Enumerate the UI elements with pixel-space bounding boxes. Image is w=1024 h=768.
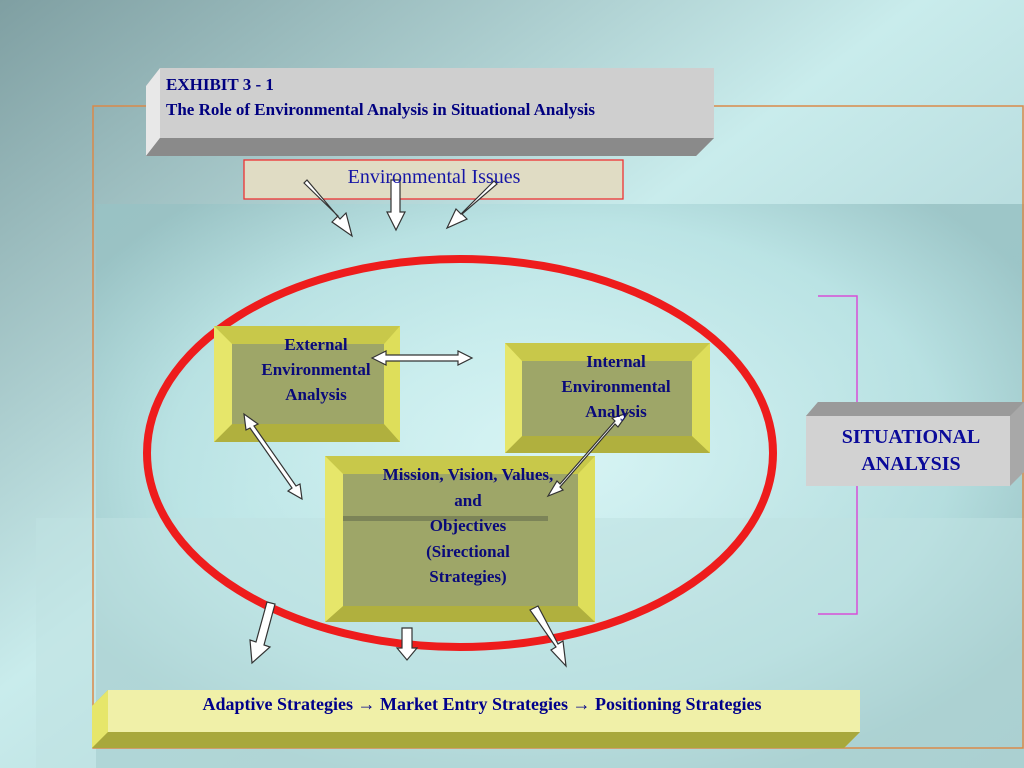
market-entry-strategies: Market Entry Strategies (380, 694, 568, 714)
internal-line-1: Internal (586, 352, 646, 371)
strategy-arrows (249, 601, 567, 668)
mission-line-3: Objectives (429, 516, 507, 535)
exhibit-title: EXHIBIT 3 - 1 The Role of Environmental … (166, 72, 595, 122)
internal-analysis-label: Internal Environmental Analysis (532, 349, 700, 424)
exhibit-number: EXHIBIT 3 - 1 (166, 75, 274, 94)
strategies-bar (92, 690, 860, 748)
environmental-issues-label: Environmental Issues (347, 166, 521, 188)
mission-label: Mission, Vision, Values, and Objectives … (344, 462, 592, 590)
external-line-1: External (284, 335, 348, 354)
situational-line-1: SITUATIONAL (841, 426, 981, 448)
strategies-label: Adaptive Strategies → Market Entry Strat… (106, 694, 858, 715)
internal-line-3: Analysis (585, 402, 647, 421)
situational-analysis-box (806, 402, 1024, 486)
situational-line-2: ANALYSIS (861, 453, 961, 475)
mission-line-5: Strategies) (429, 567, 507, 586)
external-analysis-label: External Environmental Analysis (232, 332, 400, 407)
mission-line-1: Mission, Vision, Values, (382, 465, 554, 484)
external-analysis-box (214, 326, 400, 442)
arrow-2: → (572, 694, 591, 714)
internal-line-2: Environmental (561, 377, 671, 396)
mission-line-4: (Sirectional (426, 541, 510, 561)
exhibit-title-box (146, 68, 714, 156)
situational-ellipse (143, 255, 777, 651)
exhibit-title-text: The Role of Environmental Analysis in Si… (166, 100, 596, 119)
positioning-strategies: Positioning Strategies (594, 694, 762, 714)
situational-analysis-label: SITUATIONAL ANALYSIS (806, 424, 1016, 478)
external-line-3: Analysis (285, 385, 347, 404)
issue-arrows (303, 179, 498, 238)
adaptive-strategies: Adaptive Strategies (202, 694, 354, 714)
arrow-1: → (357, 694, 376, 714)
connector-arrows (243, 350, 630, 501)
mission-line-2: and (454, 490, 482, 510)
internal-analysis-box (505, 343, 710, 453)
external-line-2: Environmental (261, 360, 371, 379)
mission-box (325, 456, 595, 622)
